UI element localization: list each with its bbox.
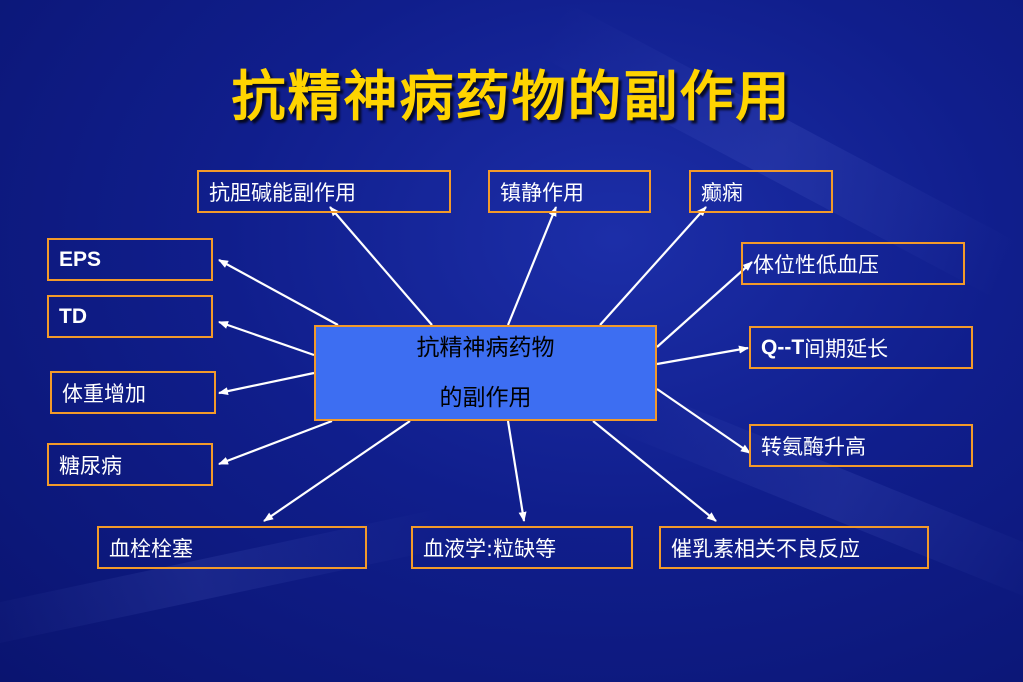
effect-label-suffix: 间期延长 <box>804 336 889 361</box>
center-node: 抗精神病药物 的副作用 <box>314 325 657 421</box>
arrow-to-prolactin <box>592 420 717 522</box>
arrow-to-weight-gain <box>218 371 315 396</box>
effect-sedation: 镇静作用 <box>488 170 651 213</box>
effect-diabetes: 糖尿病 <box>47 443 213 486</box>
effect-thrombosis: 血栓栓塞 <box>97 526 367 569</box>
effect-label: TD <box>59 304 87 328</box>
arrow-to-transaminase <box>656 388 751 454</box>
arrow-to-td <box>218 320 315 357</box>
effect-seizure: 癫痫 <box>689 170 833 213</box>
effect-label: 癫痫 <box>701 180 743 205</box>
effect-label: 体位性低血压 <box>753 252 879 277</box>
arrow-to-orthostatic <box>656 261 753 348</box>
arrow-to-qt <box>656 345 749 366</box>
effect-orthostatic-hypotension: 体位性低血压 <box>741 242 965 285</box>
effect-label: 糖尿病 <box>59 453 122 478</box>
effect-label: 血栓栓塞 <box>109 536 193 561</box>
effect-anticholinergic: 抗胆碱能副作用 <box>197 170 451 213</box>
slide-title: 抗精神病药物的副作用 <box>231 64 792 128</box>
arrow-to-eps <box>218 259 339 326</box>
effect-label: 抗胆碱能副作用 <box>209 180 356 205</box>
effect-label: 催乳素相关不良反应 <box>671 536 860 561</box>
arrow-to-seizure <box>599 206 707 326</box>
arrow-to-sedation <box>506 206 558 326</box>
center-line-2: 的副作用 <box>439 385 532 411</box>
arrow-to-anticholinergic <box>329 206 433 326</box>
effect-weight-gain: 体重增加 <box>50 371 216 414</box>
effect-transaminase: 转氨酶升高 <box>749 424 973 467</box>
effect-label: 镇静作用 <box>500 180 584 205</box>
arrow-to-hematologic <box>506 420 527 522</box>
effect-eps: EPS <box>47 238 213 281</box>
arrow-to-thrombosis <box>263 420 411 522</box>
arrow-to-diabetes <box>218 419 333 466</box>
effect-label: EPS <box>59 247 102 271</box>
effect-label: 体重增加 <box>62 381 146 406</box>
effect-label: 转氨酶升高 <box>761 434 866 459</box>
effect-label: 血液学:粒缺等 <box>423 536 557 561</box>
center-line-1: 抗精神病药物 <box>416 335 555 361</box>
effect-hematologic: 血液学:粒缺等 <box>411 526 633 569</box>
effect-label-prefix: Q--T <box>761 335 805 359</box>
effect-prolactin: 催乳素相关不良反应 <box>659 526 929 569</box>
effect-td: TD <box>47 295 213 338</box>
